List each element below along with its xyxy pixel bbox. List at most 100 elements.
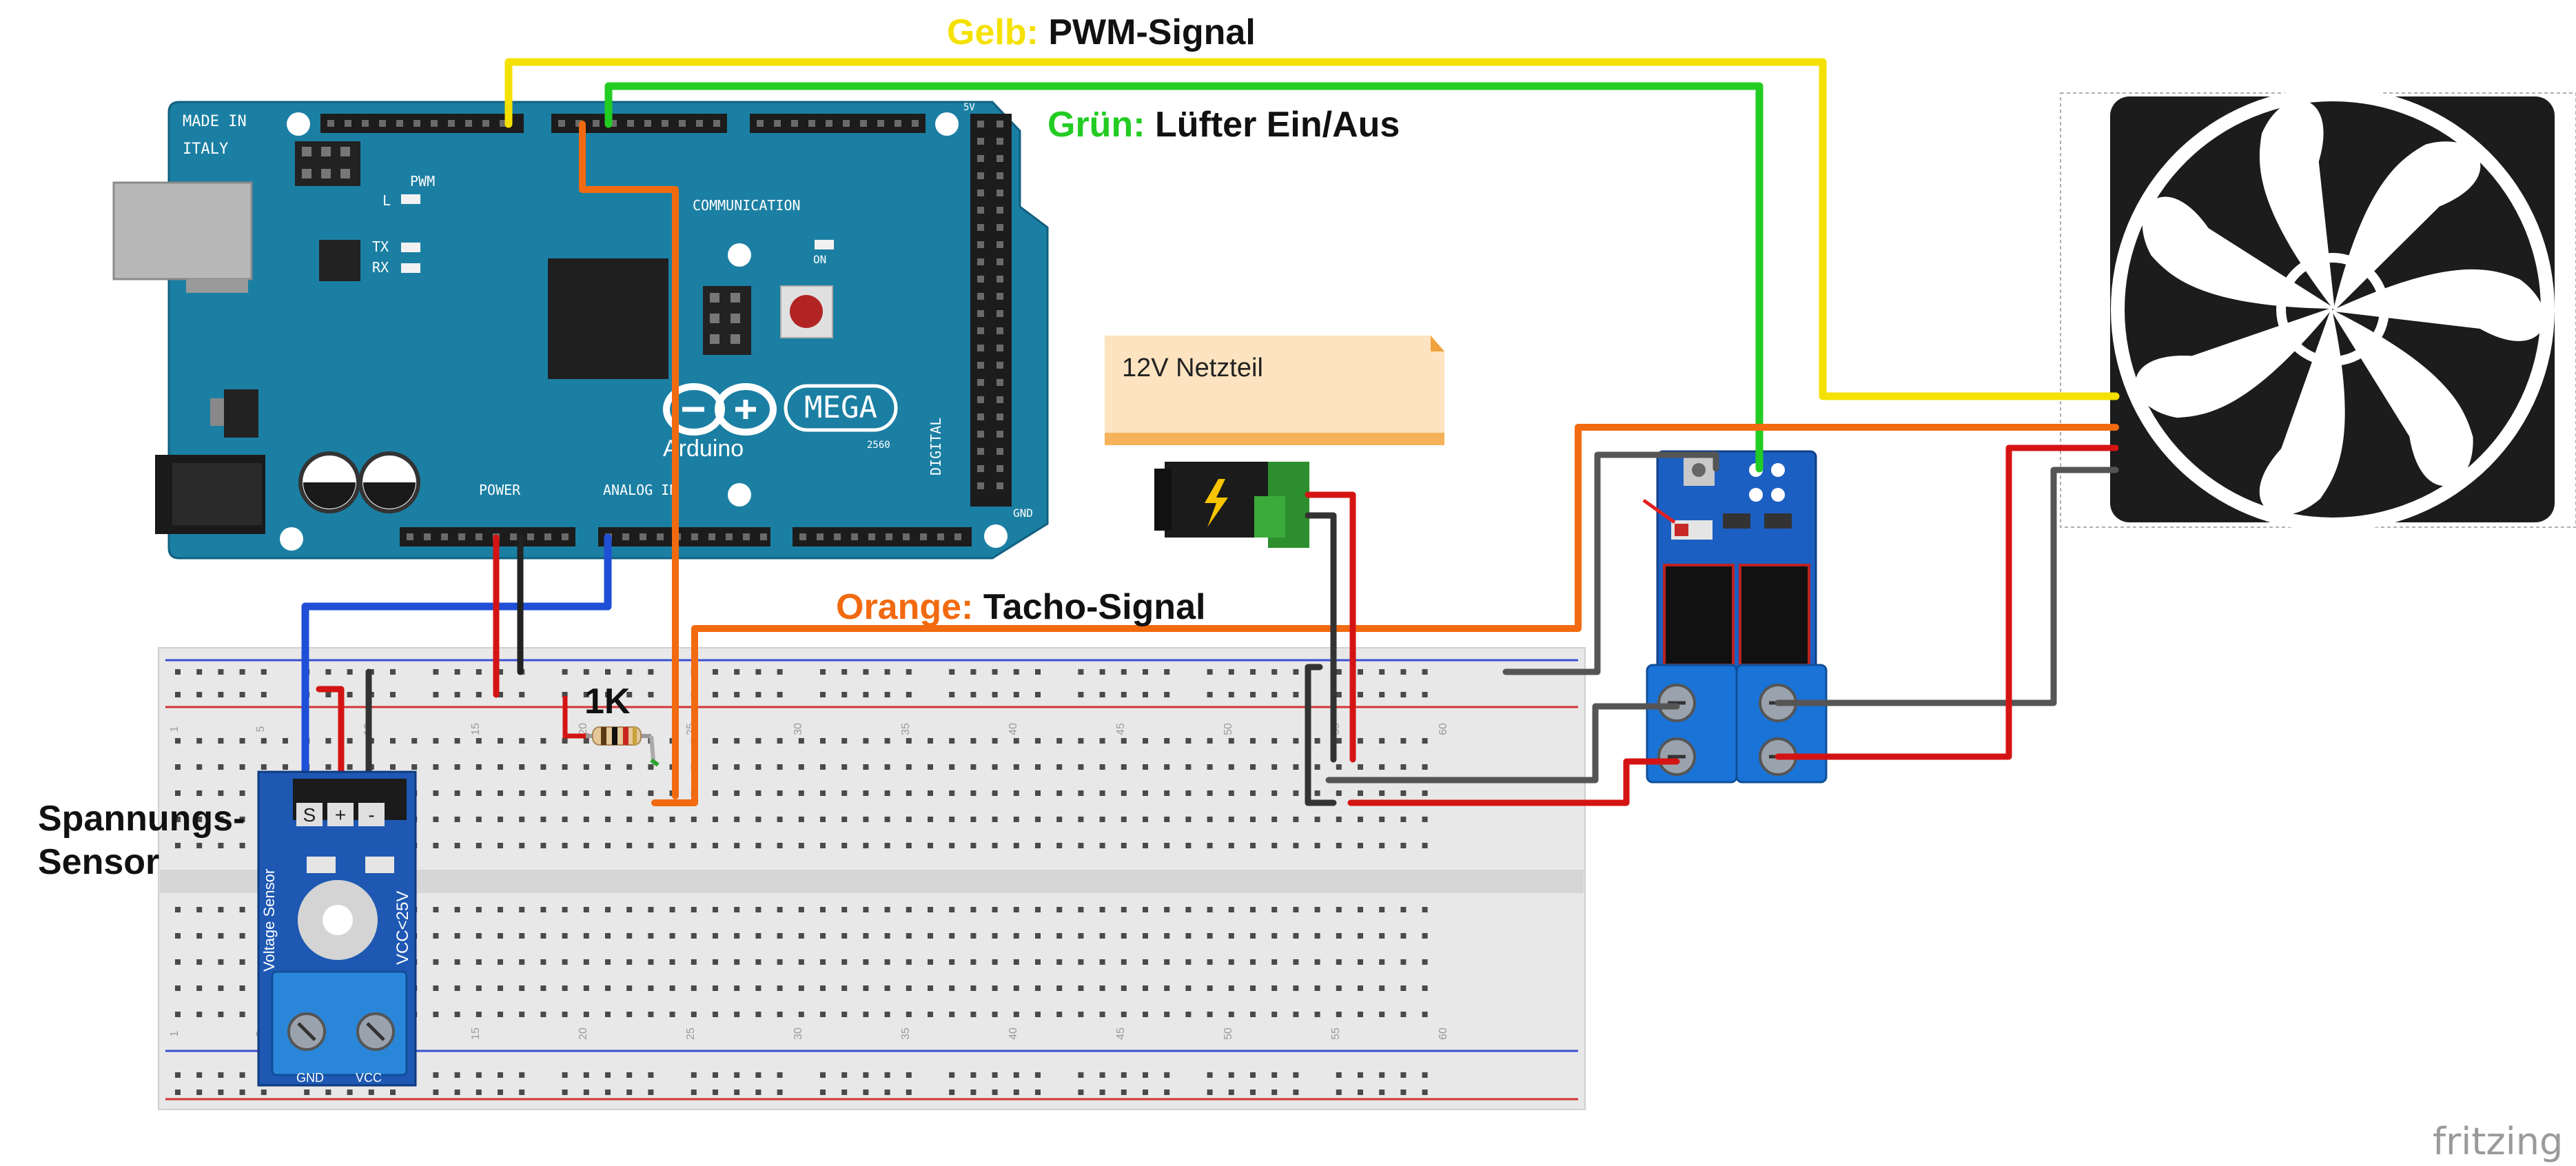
breadboard-hole (498, 764, 503, 770)
header-pin (726, 533, 733, 540)
breadboard-rail-hole (1271, 1072, 1278, 1078)
breadboard-rail-hole (1164, 1090, 1170, 1095)
breadboard-hole (820, 985, 826, 991)
breadboard-hole (884, 959, 890, 965)
breadboard-hole (970, 738, 977, 744)
breadboard-hole (1250, 933, 1256, 939)
breadboard-rail-hole (519, 1090, 525, 1095)
header-pin (627, 120, 634, 127)
breadboard-hole (1379, 933, 1385, 939)
breadboard-hole (218, 738, 224, 744)
breadboard-rail-hole (498, 692, 503, 697)
breadboard-hole (669, 1012, 675, 1017)
breadboard-rail-hole (1099, 669, 1105, 675)
breadboard-hole (713, 959, 718, 965)
breadboard-hole (1314, 1012, 1320, 1017)
breadboard-hole (519, 907, 525, 912)
breadboard-hole (540, 907, 546, 912)
breadboard-rail-hole (1422, 692, 1428, 697)
breadboard-rail-hole (1250, 692, 1256, 697)
breadboard-hole (1314, 985, 1320, 991)
breadboard-hole (605, 985, 611, 991)
breadboard-hole (755, 790, 761, 796)
breadboard-hole (863, 959, 869, 965)
breadboard-rail-hole (196, 669, 203, 675)
breadboard-hole (583, 764, 589, 770)
breadboard-hole (583, 985, 589, 991)
breadboard-hole (863, 790, 869, 796)
breadboard-hole (863, 1012, 869, 1017)
breadboard-hole (1099, 738, 1105, 744)
fan-blade (2142, 196, 2335, 309)
breadboard-rail-hole (863, 692, 869, 697)
breadboard-hole (175, 959, 181, 965)
breadboard-hole (605, 933, 611, 939)
breadboard-hole (1078, 1012, 1084, 1017)
breadboard-hole (777, 738, 783, 744)
breadboard-hole (1013, 985, 1019, 991)
breadboard-hole (992, 959, 998, 965)
breadboard-hole (1271, 985, 1278, 991)
breadboard-hole (1121, 1012, 1127, 1017)
breadboard-hole (1293, 959, 1299, 965)
breadboard-rail-hole (755, 669, 761, 675)
breadboard-hole (1121, 764, 1127, 770)
breadboard-rail-hole (1422, 669, 1428, 675)
breadboard-hole (734, 764, 740, 770)
breadboard-rail-hole (1013, 692, 1019, 697)
breadboard-rail-hole (992, 669, 998, 675)
breadboard-rail-hole (734, 1072, 740, 1078)
header-pin (996, 413, 1003, 420)
breadboard-hole (1293, 1012, 1299, 1017)
breadboard-hole (928, 907, 933, 912)
fan-blade (2135, 307, 2334, 418)
breadboard-hole (239, 907, 245, 912)
breadboard-hole (734, 738, 740, 744)
breadboard-hole (841, 933, 848, 939)
breadboard-hole (1358, 790, 1363, 796)
breadboard-hole (734, 907, 740, 912)
communication-label: COMMUNICATION (693, 197, 801, 214)
breadboard-hole (1143, 790, 1148, 796)
voltage-sensor-name: Voltage Sensor (260, 869, 278, 972)
breadboard-hole (928, 790, 933, 796)
breadboard-hole (1422, 933, 1428, 939)
breadboard-hole (1035, 790, 1041, 796)
breadboard-hole (1099, 790, 1105, 796)
breadboard-hole (540, 738, 546, 744)
cooling-fan (2060, 88, 2576, 531)
breadboard-hole (1336, 907, 1342, 912)
breadboard-hole (906, 959, 912, 965)
breadboard-rail-hole (1400, 669, 1407, 675)
breadboard-hole (1164, 817, 1170, 822)
breadboard-hole (734, 959, 740, 965)
breadboard-rail-hole (734, 1090, 740, 1095)
header-pin (622, 533, 629, 540)
header-pin (691, 533, 698, 540)
breadboard-hole (1185, 764, 1192, 770)
header-pin (657, 533, 664, 540)
header-pin (996, 241, 1003, 248)
breadboard-hole (1250, 764, 1256, 770)
breadboard-rail-hole (1013, 1090, 1019, 1095)
breadboard-rail-hole (648, 1072, 654, 1078)
breadboard-hole (906, 985, 912, 991)
analog-in-label: ANALOG IN (603, 482, 677, 498)
breadboard-hole (519, 1012, 525, 1017)
breadboard-rail-hole (1336, 1072, 1342, 1078)
model-number: 2560 (867, 440, 890, 451)
breadboard-rail-hole (605, 1090, 611, 1095)
breadboard-hole (1250, 1012, 1256, 1017)
breadboard-hole (1013, 933, 1019, 939)
breadboard-hole (476, 933, 482, 939)
header-pin (799, 533, 806, 540)
breadboard-hole (1228, 907, 1234, 912)
breadboard-hole (454, 843, 460, 848)
breadboard-rail-hole (906, 1072, 912, 1078)
breadboard-hole (798, 1012, 804, 1017)
breadboard-hole (583, 959, 589, 965)
breadboard-hole (1164, 843, 1170, 848)
breadboard-rail-hole (1379, 692, 1385, 697)
breadboard-hole (1336, 843, 1342, 848)
breadboard-hole (175, 933, 181, 939)
